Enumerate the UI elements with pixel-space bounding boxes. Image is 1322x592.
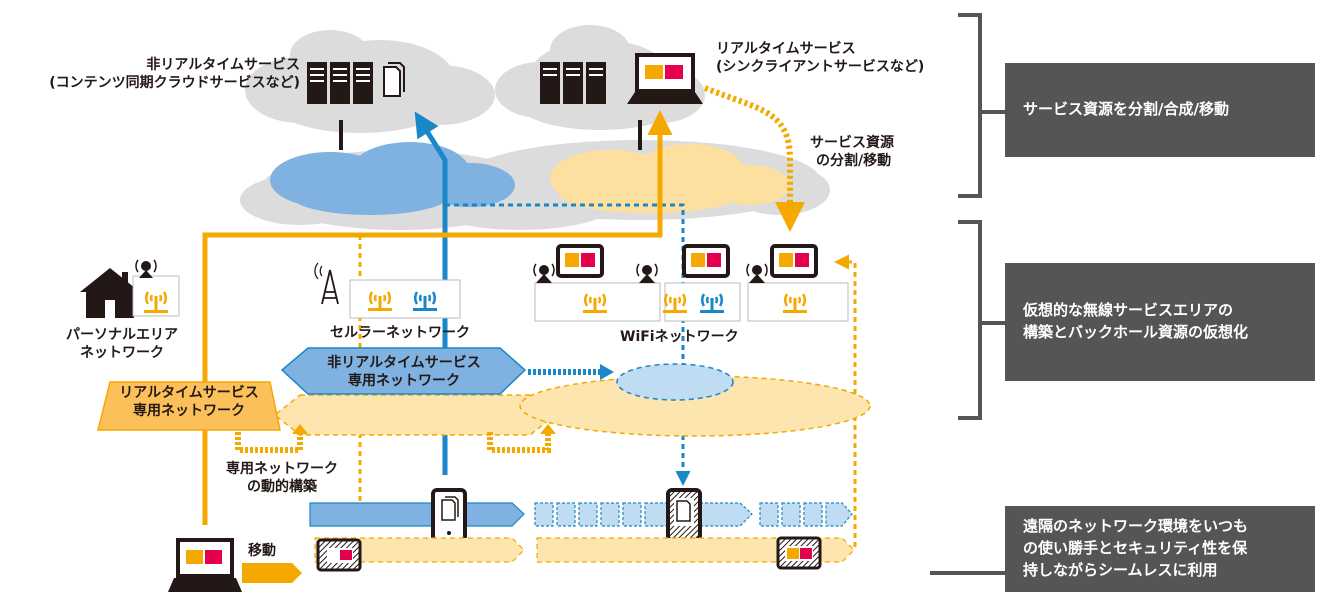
realtime-service-label: リアルタイムサービス (シンクライアントサービスなど) bbox=[716, 40, 924, 76]
smartphone-icon bbox=[431, 488, 467, 542]
tablet-icon bbox=[682, 244, 730, 278]
laptop-icon bbox=[627, 53, 703, 104]
side-box-text: サービス資源を分割/合成/移動 bbox=[1023, 100, 1229, 119]
wifi-ap-icon bbox=[583, 293, 607, 313]
non-rt-net-line1: 非リアルタイムサービス bbox=[327, 355, 481, 371]
non-realtime-service-sub: (コンテンツ同期クラウドサービスなど) bbox=[49, 75, 300, 92]
cellular-label: セルラーネットワーク bbox=[330, 325, 470, 341]
wifi-ap-icon bbox=[144, 291, 168, 313]
side-box-text: 構築とバックホール資源の仮想化 bbox=[1023, 323, 1249, 341]
cloud-blue bbox=[270, 142, 515, 215]
personal-area-line2: ネットワーク bbox=[80, 345, 164, 362]
laptop-icon bbox=[168, 538, 242, 592]
antenna-icon bbox=[746, 263, 768, 283]
wifi-ap-icon bbox=[663, 293, 687, 313]
house-icon bbox=[80, 268, 140, 318]
service-split-line2: の分割/移動 bbox=[816, 153, 892, 170]
side-box-text: 仮想的な無線サービスエリアの bbox=[1023, 301, 1234, 320]
wifi-ap-icon bbox=[413, 291, 437, 311]
rt-net-line2: 専用ネットワーク bbox=[133, 403, 245, 420]
side-box-text: 持しながらシームレスに利用 bbox=[1023, 560, 1218, 579]
move-label: 移動 bbox=[248, 543, 276, 559]
dynamic-build-label: 専用ネットワーク の動的構築 bbox=[226, 460, 338, 496]
antenna-icon bbox=[636, 263, 658, 283]
non-rt-net-line2: 専用ネットワーク bbox=[348, 373, 460, 390]
smartphone-icon bbox=[666, 488, 702, 542]
wifi-label: WiFiネットワーク bbox=[620, 329, 739, 345]
side-box-text: の使い勝手とセキュリティ性を保 bbox=[1023, 539, 1248, 558]
antenna-icon bbox=[135, 259, 157, 278]
antenna-icon bbox=[533, 263, 555, 283]
cloud-orange bbox=[550, 144, 790, 213]
service-split-label: サービス資源 の分割/移動 bbox=[810, 134, 894, 170]
personal-area-line1: パーソナルエリア bbox=[66, 327, 178, 343]
realtime-service-title: リアルタイムサービス bbox=[716, 41, 856, 57]
non-realtime-service-title: 非リアルタイムサービス bbox=[146, 57, 300, 73]
rt-net-line1: リアルタイムサービス bbox=[119, 385, 259, 401]
wifi-ap-icon bbox=[700, 293, 724, 313]
realtime-service-sub: (シンクライアントサービスなど) bbox=[716, 59, 925, 76]
cell-tower-icon bbox=[314, 262, 339, 305]
tablet-icon bbox=[316, 538, 362, 572]
wifi-ap-icon bbox=[368, 291, 392, 311]
side-box-virtual-area: 仮想的な無線サービスエリアの 構築とバックホール資源の仮想化 bbox=[1005, 263, 1315, 381]
side-box-text: 遠隔のネットワーク環境をいつも bbox=[1023, 517, 1249, 536]
side-box-seamless: 遠隔のネットワーク環境をいつも の使い勝手とセキュリティ性を保 持しながらシーム… bbox=[1005, 506, 1315, 592]
dynamic-build-line2: の動的構築 bbox=[247, 479, 317, 496]
personal-area-label: パーソナルエリア ネットワーク bbox=[66, 326, 178, 362]
realtime-network-label: リアルタイムサービス 専用ネットワーク bbox=[104, 384, 274, 420]
dynamic-build-line1: 専用ネットワーク bbox=[226, 461, 338, 477]
side-box-service-split: サービス資源を分割/合成/移動 bbox=[1005, 63, 1315, 157]
tablet-icon bbox=[770, 244, 818, 278]
server-rack-icon bbox=[540, 62, 606, 104]
non-realtime-service-label: 非リアルタイムサービス (コンテンツ同期クラウドサービスなど) bbox=[30, 56, 300, 92]
wifi-ap-icon bbox=[783, 293, 807, 313]
server-rack-icon bbox=[307, 62, 405, 104]
non-realtime-network-label: 非リアルタイムサービス 専用ネットワーク bbox=[310, 354, 498, 390]
tablet-icon bbox=[556, 244, 604, 278]
tablet-icon bbox=[776, 536, 822, 570]
service-split-line1: サービス資源 bbox=[810, 135, 894, 151]
